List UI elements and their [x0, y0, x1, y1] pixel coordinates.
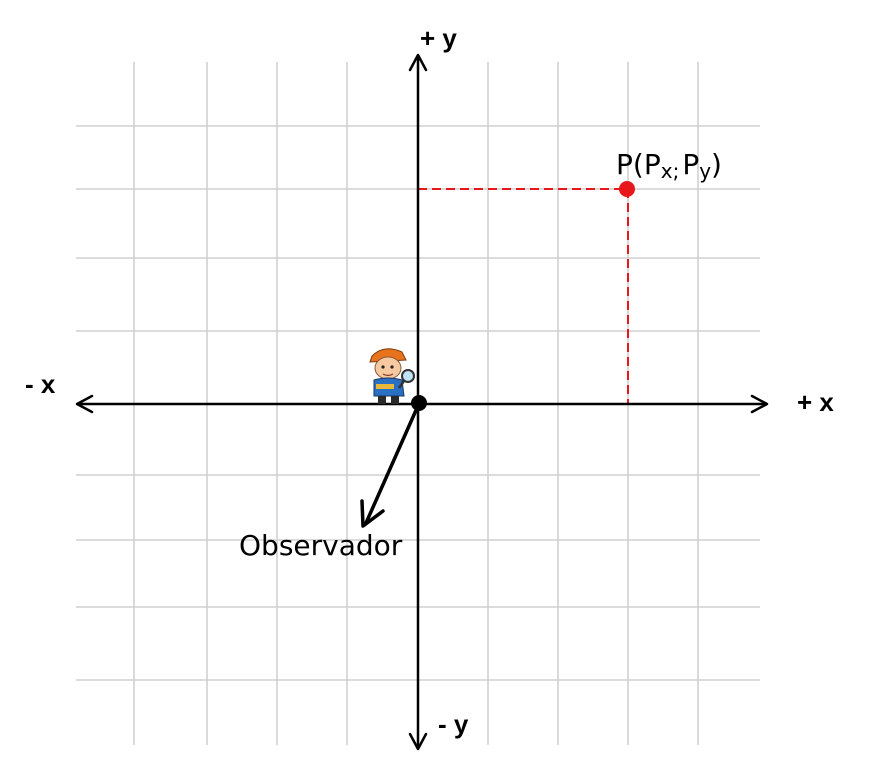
- point-p-px-base: P: [644, 148, 661, 181]
- point-p-letter: P: [616, 148, 633, 181]
- explorer-with-magnifier-icon: [369, 348, 415, 404]
- observer-label: Observador: [239, 529, 403, 562]
- observer-arrow: [360, 406, 419, 528]
- point-p-py-base: P: [682, 148, 699, 181]
- x-axis-right-arrowhead: [750, 394, 769, 414]
- y-axis-bottom-arrowhead: [408, 732, 428, 751]
- x-axis-left-arrowhead: [75, 394, 94, 414]
- axis-label-y-negative: - y: [438, 709, 469, 739]
- point-p-py-sub: y: [699, 159, 711, 183]
- point-p-label: P(Px;Py): [616, 148, 722, 183]
- axis-label-x-positive: + x: [797, 387, 834, 417]
- point-p-px-sub: x: [661, 159, 673, 183]
- point-p-close-paren: ): [711, 148, 722, 181]
- point-p-marker: [619, 181, 635, 197]
- point-p-separator: ;: [673, 159, 680, 183]
- axis-label-x-negative: - x: [25, 369, 56, 399]
- y-axis-top-arrowhead: [408, 53, 428, 72]
- projection-lines: [418, 188, 629, 404]
- axis-label-y-positive: + y: [420, 23, 457, 53]
- point-p-open-paren: (: [633, 148, 644, 181]
- origin-point: [411, 395, 427, 411]
